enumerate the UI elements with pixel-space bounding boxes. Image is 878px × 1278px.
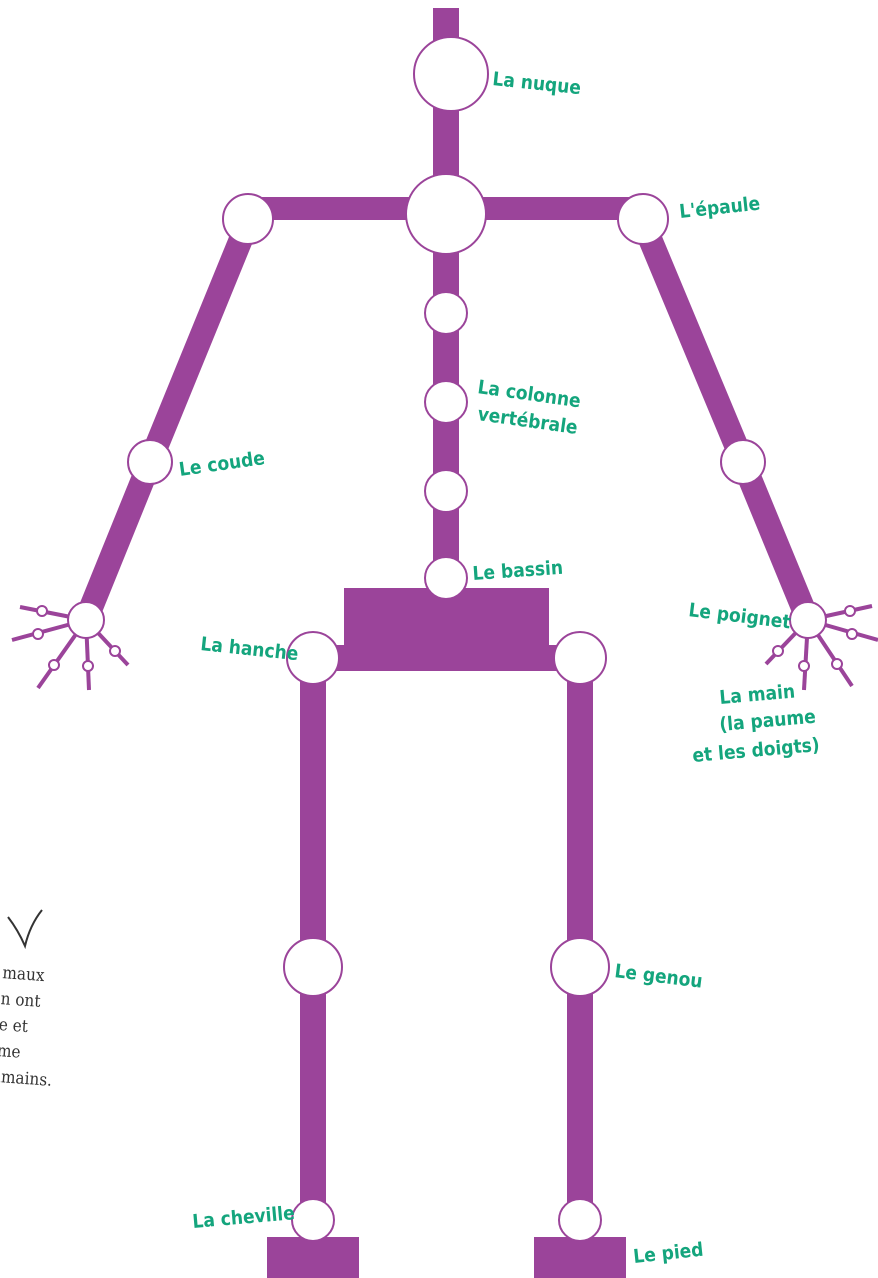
label-main-1: La main bbox=[719, 680, 796, 709]
left-forearm-bone bbox=[86, 462, 150, 620]
right-forearm-bone bbox=[743, 462, 808, 620]
left-finger-joint bbox=[49, 660, 59, 670]
label-main-2: (la paume bbox=[719, 706, 817, 736]
label-coude: Le coude bbox=[178, 447, 267, 481]
left-upper-arm-bone bbox=[150, 222, 248, 462]
right-hip-joint bbox=[554, 632, 606, 684]
right-finger-joint bbox=[832, 659, 842, 669]
pelvis-joint bbox=[425, 557, 467, 599]
note-line-3: e et bbox=[0, 1015, 29, 1037]
note-line-5: umains. bbox=[0, 1067, 53, 1091]
right-finger-joint bbox=[847, 629, 857, 639]
label-bassin: Le bassin bbox=[472, 557, 564, 585]
note-line-1: maux bbox=[2, 963, 46, 986]
label-poignet: Le poignet bbox=[687, 599, 791, 633]
right-shoulder-joint bbox=[618, 194, 668, 244]
left-finger-joint bbox=[33, 629, 43, 639]
right-finger-joint bbox=[799, 661, 809, 671]
check-mark-icon bbox=[8, 910, 42, 946]
label-hanche: La hanche bbox=[199, 633, 299, 665]
neck-joint bbox=[414, 37, 488, 111]
left-wrist-joint bbox=[68, 602, 104, 638]
left-elbow-joint bbox=[128, 440, 172, 484]
label-cheville: La cheville bbox=[192, 1202, 296, 1233]
right-wrist-joint bbox=[790, 602, 826, 638]
hip-bar-bone bbox=[310, 645, 582, 671]
left-shoulder-joint bbox=[223, 194, 273, 244]
left-finger-joint bbox=[37, 606, 47, 616]
label-nuque: La nuque bbox=[491, 68, 582, 99]
left-finger-joint bbox=[110, 646, 120, 656]
left-ankle-joint bbox=[292, 1199, 334, 1241]
spine-joint-3 bbox=[425, 470, 467, 512]
side-note: maux n ont e et me umains. bbox=[0, 910, 60, 1091]
left-foot-bone bbox=[267, 1237, 359, 1278]
right-knee-joint bbox=[551, 938, 609, 996]
label-main-3: et les doigts) bbox=[692, 734, 821, 767]
note-line-4: me bbox=[0, 1041, 21, 1063]
label-pied: Le pied bbox=[632, 1239, 704, 1268]
right-elbow-joint bbox=[721, 440, 765, 484]
left-knee-joint bbox=[284, 938, 342, 996]
left-finger-joint bbox=[83, 661, 93, 671]
note-line-2: n ont bbox=[0, 989, 42, 1012]
label-genou: Le genou bbox=[613, 960, 703, 993]
spine-joint-2 bbox=[425, 381, 467, 423]
chest-joint bbox=[406, 174, 486, 254]
label-epaule: L'épaule bbox=[678, 193, 761, 223]
spine-joint-1 bbox=[425, 292, 467, 334]
right-foot-bone bbox=[534, 1237, 626, 1278]
right-finger-joint bbox=[773, 646, 783, 656]
right-upper-arm-bone bbox=[643, 222, 743, 462]
right-ankle-joint bbox=[559, 1199, 601, 1241]
right-finger-joint bbox=[845, 606, 855, 616]
